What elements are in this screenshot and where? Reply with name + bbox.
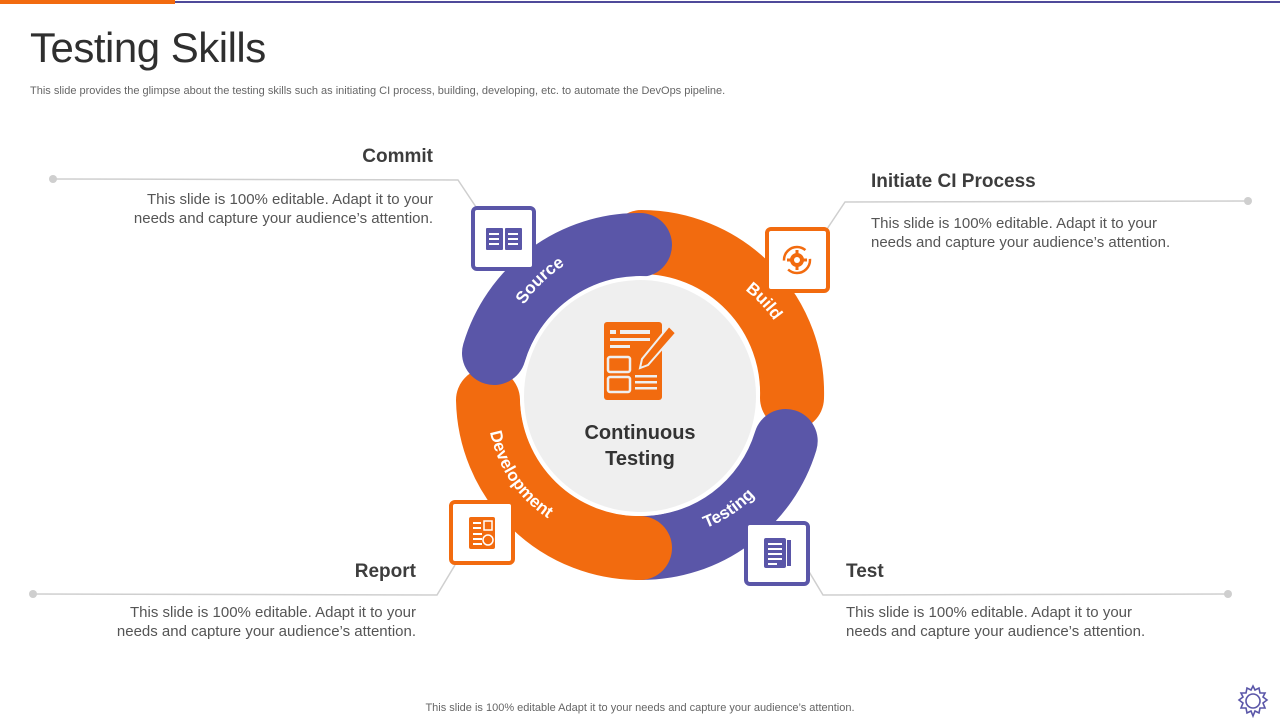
page-subtitle: This slide provides the glimpse about th… xyxy=(30,85,726,97)
page-title: Testing Skills xyxy=(30,24,266,71)
test-connector xyxy=(804,564,1229,596)
report-text: This slide is 100% editable. Adapt it to… xyxy=(117,603,416,641)
initiate-heading: Initiate CI Process xyxy=(871,171,1036,192)
initiate-text-line1: This slide is 100% editable. Adapt it to… xyxy=(871,215,1157,232)
settings-gear-icon[interactable] xyxy=(1236,684,1270,718)
report-heading: Report xyxy=(354,561,416,582)
book-icon xyxy=(486,228,522,250)
report-connector xyxy=(32,564,456,596)
report-text-line2: needs and capture your audience’s attent… xyxy=(116,623,416,640)
gear-refresh-icon xyxy=(782,245,812,275)
test-text: This slide is 100% editable. Adapt it to… xyxy=(846,603,1145,641)
checklist-icon-box xyxy=(744,521,810,586)
center-title-line1: Continuous xyxy=(584,422,696,444)
footer-note: This slide is 100% editable Adapt it to … xyxy=(425,702,855,714)
initiate-text: This slide is 100% editable. Adapt it to… xyxy=(871,214,1170,252)
top-accent-bar xyxy=(0,0,175,4)
center-title-line2: Testing xyxy=(605,448,675,470)
checklist-icon xyxy=(764,538,791,568)
commit-text-line2: needs and capture your audience’s attent… xyxy=(133,210,433,227)
report-icon-box xyxy=(449,500,515,565)
connector-lines xyxy=(32,178,1249,596)
commit-text: This slide is 100% editable. Adapt it to… xyxy=(134,190,433,228)
book-icon-box xyxy=(471,206,536,271)
source-segment xyxy=(462,212,672,385)
build-segment xyxy=(609,210,825,430)
test-text-line1: This slide is 100% editable. Adapt it to… xyxy=(846,604,1132,621)
commit-connector xyxy=(52,178,479,211)
initiate-text-line2: needs and capture your audience’s attent… xyxy=(871,234,1171,251)
document-pencil-icon xyxy=(604,322,678,400)
commit-text-line1: This slide is 100% editable. Adapt it to… xyxy=(147,191,433,208)
connector-dots xyxy=(29,175,1252,598)
initiate-connector xyxy=(824,200,1249,233)
center-title: Continuous Testing xyxy=(540,420,740,472)
commit-heading: Commit xyxy=(362,146,433,167)
top-rule xyxy=(175,1,1280,3)
test-heading: Test xyxy=(846,561,884,582)
development-segment xyxy=(456,368,672,581)
test-text-line2: needs and capture your audience’s attent… xyxy=(846,623,1146,640)
report-document-icon xyxy=(469,517,495,549)
report-text-line1: This slide is 100% editable. Adapt it to… xyxy=(130,604,416,621)
gear-refresh-icon-box xyxy=(765,227,830,293)
